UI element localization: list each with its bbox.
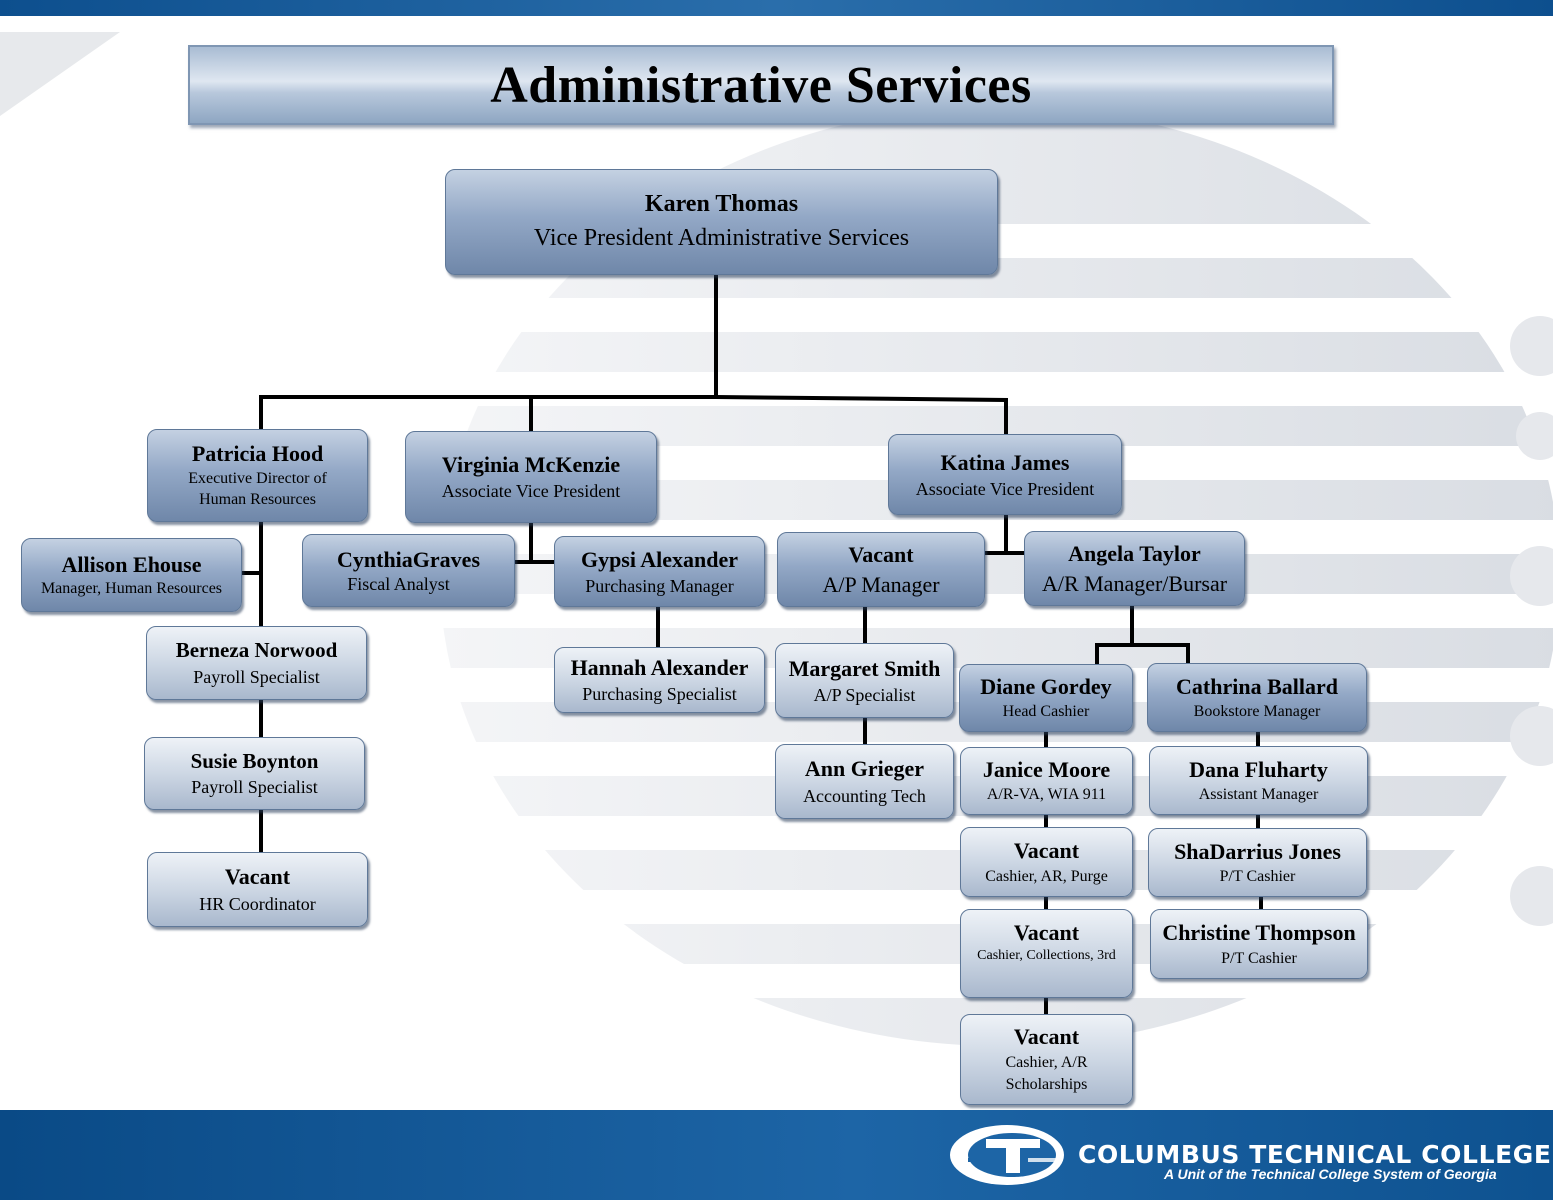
node-title: Bookstore Manager <box>1193 702 1321 720</box>
node-cynthia-graves: CynthiaGraves Fiscal Analyst <box>302 534 515 607</box>
node-name: Berneza Norwood <box>175 638 338 663</box>
node-title: HR Coordinator <box>199 894 316 915</box>
node-vacant-hr-coordinator: Vacant HR Coordinator <box>147 852 368 927</box>
node-name: Ann Grieger <box>804 756 925 781</box>
node-susie-boynton: Susie Boynton Payroll Specialist <box>144 737 365 810</box>
node-name: Cathrina Ballard <box>1176 673 1338 699</box>
node-vacant-cashier-collections: Vacant Cashier, Collections, 3rd <box>960 909 1133 998</box>
node-name: Virginia McKenzie <box>441 452 621 477</box>
node-dana-fluharty: Dana Fluharty Assistant Manager <box>1149 746 1368 815</box>
college-tagline: A Unit of the Technical College System o… <box>1164 1166 1497 1182</box>
node-title: Purchasing Manager <box>585 575 734 596</box>
node-name: Angela Taylor <box>1068 540 1201 566</box>
node-virginia-mckenzie: Virginia McKenzie Associate Vice Preside… <box>405 431 657 523</box>
node-berneza-norwood: Berneza Norwood Payroll Specialist <box>146 626 367 700</box>
node-title: Payroll Specialist <box>191 777 318 798</box>
node-name: Janice Moore <box>982 757 1111 783</box>
node-vacant-cashier-scholarships: Vacant Cashier, A/R Scholarships <box>960 1014 1133 1105</box>
node-title: Cashier, Collections, 3rd <box>977 948 1116 964</box>
node-title: Assistant Manager <box>1198 785 1319 803</box>
node-title: Purchasing Specialist <box>582 684 737 705</box>
node-vacant-cashier-purge: Vacant Cashier, AR, Purge <box>960 827 1133 897</box>
footer-band <box>0 1110 1553 1200</box>
node-cathrina-ballard: Cathrina Ballard Bookstore Manager <box>1147 663 1367 732</box>
node-christine-thompson: Christine Thompson P/T Cashier <box>1150 909 1368 979</box>
node-name: Margaret Smith <box>788 655 941 681</box>
node-title: P/T Cashier <box>1219 867 1296 885</box>
node-title: Fiscal Analyst <box>347 573 450 594</box>
node-title: Associate Vice President <box>441 481 621 502</box>
node-title: A/P Manager <box>822 572 940 597</box>
node-angela-taylor: Angela Taylor A/R Manager/Bursar <box>1024 531 1245 606</box>
node-name: Gypsi Alexander <box>580 546 739 572</box>
node-name: Christine Thompson <box>1162 919 1356 945</box>
node-hannah-alexander: Hannah Alexander Purchasing Specialist <box>554 647 765 713</box>
node-janice-moore: Janice Moore A/R-VA, WIA 911 <box>960 747 1133 815</box>
node-name: Patricia Hood <box>191 441 324 467</box>
node-title: Head Cashier <box>1002 703 1090 721</box>
node-name: Vacant <box>848 541 914 567</box>
node-title: Cashier, AR, Purge <box>985 867 1108 885</box>
node-allison-ehouse: Allison Ehouse Manager, Human Resources <box>21 538 242 612</box>
node-gypsi-alexander: Gypsi Alexander Purchasing Manager <box>554 536 765 607</box>
node-name: Dana Fluharty <box>1189 756 1328 782</box>
node-name: Vacant <box>224 864 291 889</box>
node-name: Susie Boynton <box>190 749 319 774</box>
node-name: Vacant <box>1013 837 1080 863</box>
node-title: Associate Vice President <box>915 478 1095 499</box>
title-banner: Administrative Services <box>188 45 1334 125</box>
node-ann-grieger: Ann Grieger Accounting Tech <box>775 744 954 819</box>
node-shadarrius-jones: ShaDarrius Jones P/T Cashier <box>1148 828 1367 897</box>
node-patricia-hood: Patricia Hood Executive Director of Huma… <box>147 429 368 522</box>
node-name: Vacant <box>1013 920 1080 945</box>
node-title: Vice President Administrative Services <box>533 225 910 251</box>
node-title-line2: Scholarships <box>1005 1076 1088 1094</box>
node-name: Karen Thomas <box>644 191 799 218</box>
node-title-line1: Cashier, A/R <box>1005 1053 1088 1071</box>
node-name: Allison Ehouse <box>61 551 202 577</box>
college-name: COLUMBUS TECHNICAL COLLEGE <box>1078 1140 1552 1169</box>
node-name: Vacant <box>1013 1024 1080 1050</box>
node-karen-thomas: Karen Thomas Vice President Administrati… <box>445 169 998 275</box>
node-diane-gordey: Diane Gordey Head Cashier <box>959 664 1133 732</box>
node-name: Diane Gordey <box>980 674 1112 700</box>
node-margaret-smith: Margaret Smith A/P Specialist <box>775 643 954 718</box>
node-name: Katina James <box>940 449 1070 475</box>
node-name: Hannah Alexander <box>570 655 749 680</box>
node-title: A/R-VA, WIA 911 <box>986 786 1107 804</box>
page-title: Administrative Services <box>490 56 1032 114</box>
node-title: A/P Specialist <box>813 684 916 705</box>
college-emblem-icon <box>950 1125 1064 1185</box>
node-katina-james: Katina James Associate Vice President <box>888 434 1122 515</box>
college-logo: COLUMBUS TECHNICAL COLLEGE A Unit of the… <box>948 1122 1551 1188</box>
node-title: Accounting Tech <box>803 786 926 807</box>
top-band <box>0 0 1553 16</box>
node-title: A/R Manager/Bursar <box>1041 571 1228 596</box>
node-title: Payroll Specialist <box>193 667 320 688</box>
node-title: P/T Cashier <box>1221 949 1297 967</box>
node-title-line2: Human Resources <box>199 491 316 509</box>
node-title: Manager, Human Resources <box>40 579 223 597</box>
node-title-line1: Executive Director of <box>188 469 327 487</box>
node-vacant-ap-manager: Vacant A/P Manager <box>777 532 985 607</box>
node-name: ShaDarrius Jones <box>1174 838 1341 864</box>
node-name: CynthiaGraves <box>337 546 480 572</box>
